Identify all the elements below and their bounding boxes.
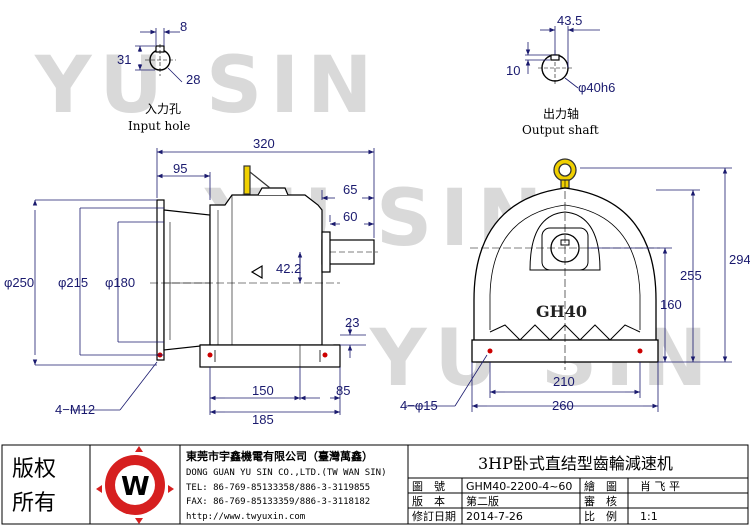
company-name-cn: 東莞市宇鑫機電有限公司（臺灣萬鑫） [186, 449, 373, 463]
output-shaft-detail [525, 26, 600, 89]
input-hole-label-en: Input hole [128, 119, 190, 133]
company-name-en: DONG GUAN YU SIN CO.,LTD.(TW WAN SIN) [186, 468, 386, 478]
overall-height-dim: 294 [729, 252, 750, 267]
drawing-number-key: 圖 號 [412, 480, 445, 493]
revision-date-key: 修訂日期 [412, 509, 456, 523]
center-height-dim: 160 [660, 297, 682, 312]
overall-length-dim: 320 [253, 136, 275, 151]
logo-letter: W [121, 472, 150, 502]
output-shaft-label-cn: 出力轴 [543, 106, 579, 121]
bolt-holes-label: 4−M12 [55, 402, 95, 417]
side-view-dimensions [32, 148, 375, 415]
foot-210-dim: 210 [553, 374, 575, 389]
input-bore-dim: 28 [186, 72, 200, 87]
drawn-by-key: 繪 圖 [584, 479, 617, 493]
foot-holes-label: 4−φ15 [400, 398, 438, 413]
drawn-by-value: 肖 飞 平 [640, 479, 680, 493]
dia-180-dim: φ180 [105, 275, 135, 290]
output-key-height-dim: 43.5 [557, 13, 582, 28]
company-fax: FAX: 86-769-85133359/886-3-3118182 [186, 497, 370, 507]
foot-260-dim: 260 [552, 398, 574, 413]
title-block-row-0: 圖 號 GHM40-2200-4~60 繪 圖 肖 飞 平 [412, 479, 680, 493]
company-logo: W [96, 446, 174, 524]
foot-85-dim: 85 [336, 383, 350, 398]
scale-key: 比 例 [584, 509, 617, 523]
flange-to-case-dim: 95 [173, 161, 187, 176]
center-offset-dim: 42.2 [276, 261, 301, 276]
version-key: 版 本 [412, 494, 445, 508]
input-hole-label-cn: 入力孔 [145, 102, 181, 116]
shaft-65-dim: 65 [343, 182, 357, 197]
foot-185-dim: 185 [252, 412, 274, 427]
revision-date-value: 2014-7-26 [466, 510, 523, 523]
drawing-number-value: GHM40-2200-4~60 [466, 480, 572, 493]
version-value: 第二版 [466, 494, 499, 508]
copyright-line1: 版权 [12, 457, 56, 482]
cast-mark: GH40 [536, 302, 587, 321]
side-view [150, 165, 378, 368]
input-key-width-dim: 8 [180, 19, 187, 34]
dia-215-dim: φ215 [58, 275, 88, 290]
company-tel: TEL: 86-769-85133358/886-3-3119855 [186, 483, 370, 493]
foot-150-dim: 150 [252, 383, 274, 398]
front-view [470, 158, 660, 370]
input-key-height-dim: 31 [117, 52, 131, 67]
dia-250-dim: φ250 [4, 275, 34, 290]
reviewed-by-key: 審 核 [584, 494, 617, 508]
watermark-top: YU SIN [34, 41, 380, 131]
front-view-dimensions [405, 167, 732, 412]
shaft-60-dim: 60 [343, 209, 357, 224]
title-block-row-2: 修訂日期 2014-7-26 比 例 1:1 [412, 509, 658, 523]
copyright-line2: 所有 [12, 491, 56, 516]
base-thickness-dim: 23 [345, 315, 359, 330]
title-block-row-1: 版 本 第二版 審 核 [412, 494, 617, 508]
output-diameter-dim: φ40h6 [578, 80, 615, 95]
housing-height-dim: 255 [680, 268, 702, 283]
company-website: http://www.twyuxin.com [186, 512, 305, 522]
output-shaft-label-en: Output shaft [522, 123, 599, 137]
drawing-title: 3HP卧式直结型齒輪減速机 [478, 454, 673, 473]
scale-value: 1:1 [640, 510, 658, 523]
output-key-width-dim: 10 [506, 63, 520, 78]
input-hole-detail [135, 28, 183, 83]
